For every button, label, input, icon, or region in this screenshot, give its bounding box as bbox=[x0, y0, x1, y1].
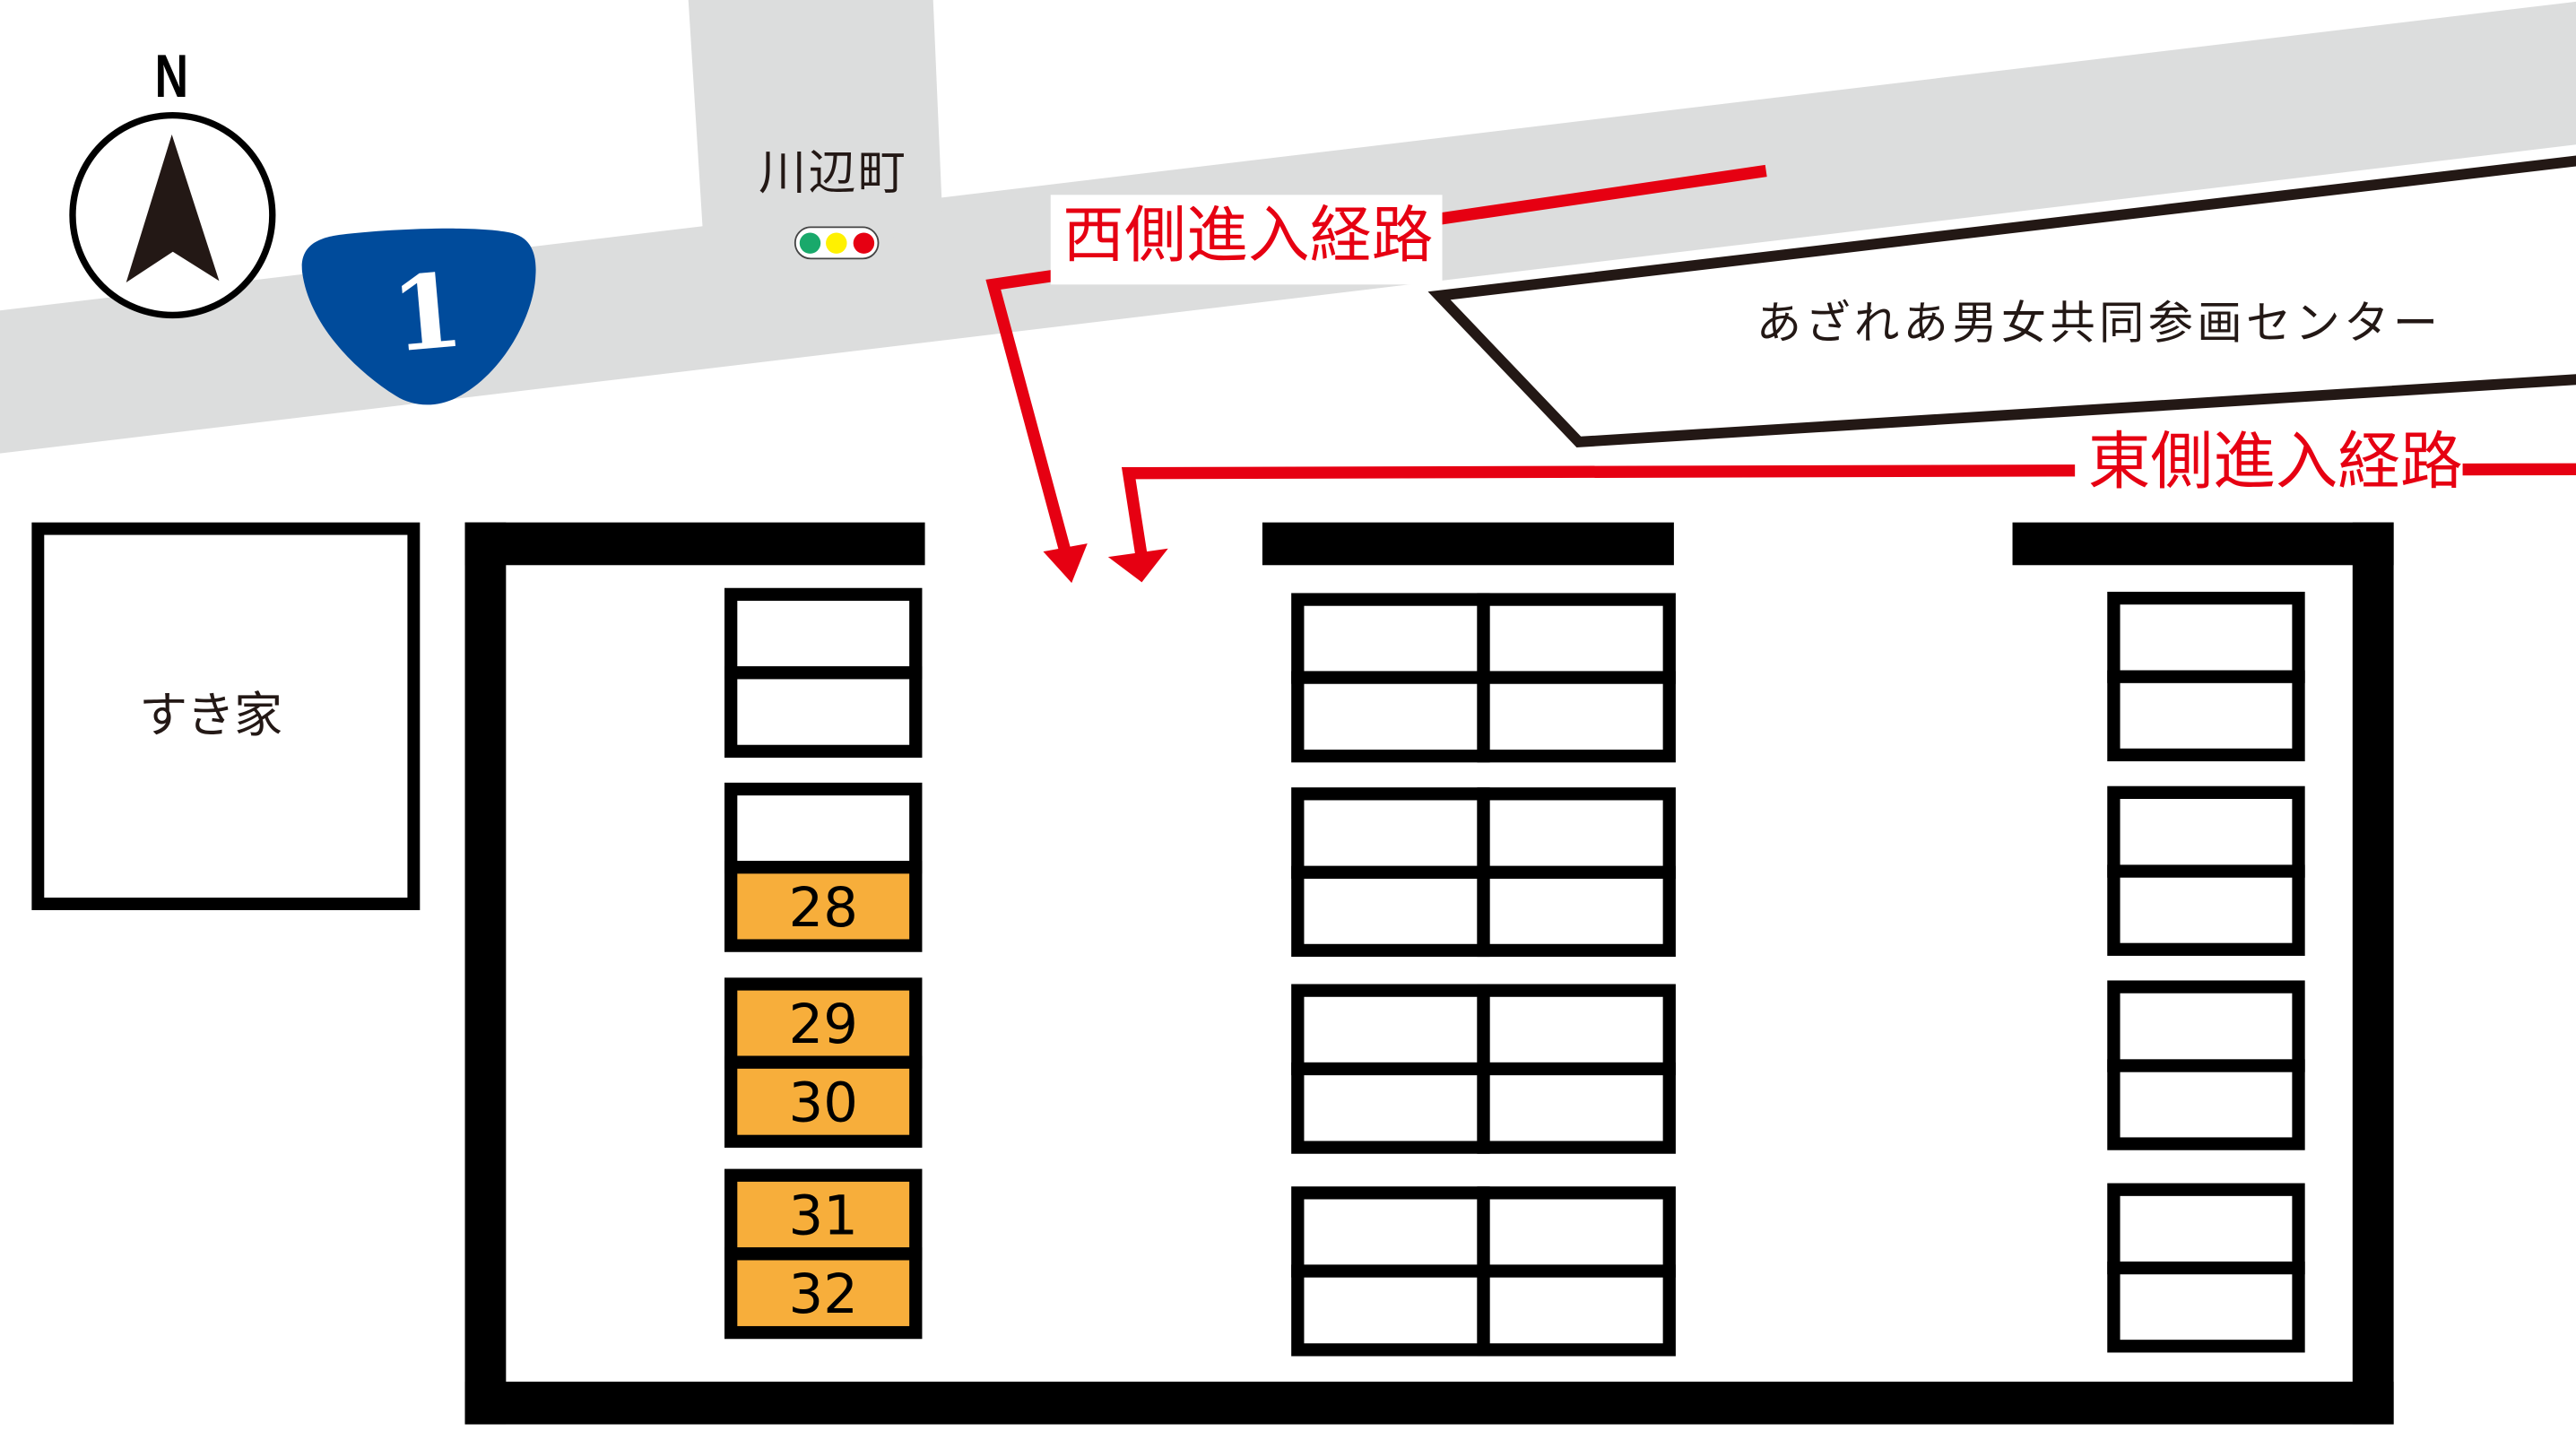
parking-space bbox=[1477, 1264, 1676, 1357]
parking-space-31 bbox=[724, 1168, 923, 1261]
parking-space bbox=[1477, 1186, 1676, 1278]
parking-space bbox=[1291, 984, 1490, 1076]
wall-top-east bbox=[2012, 522, 2394, 566]
parking-space bbox=[2107, 1059, 2305, 1150]
parking-space bbox=[724, 782, 923, 874]
route-west-label: 西側進入経路 bbox=[1062, 200, 1433, 272]
traffic-light-icon bbox=[794, 226, 880, 260]
parking-space bbox=[1477, 984, 1676, 1076]
parking-space bbox=[1291, 671, 1490, 763]
parking-space bbox=[1291, 593, 1490, 684]
traffic-light-green bbox=[799, 232, 821, 254]
intersection-name: 川辺町 bbox=[759, 145, 906, 201]
parking-column-right bbox=[2107, 591, 2305, 1353]
parking-column-middle bbox=[1291, 593, 1676, 1357]
parking-space bbox=[1477, 787, 1676, 880]
parking-space bbox=[2107, 980, 2305, 1072]
parking-space bbox=[1477, 671, 1676, 763]
parking-space bbox=[724, 587, 923, 680]
building-sukiya: すき家 bbox=[31, 522, 421, 911]
wall-top-center bbox=[1262, 522, 1674, 566]
parking-space bbox=[2107, 1183, 2305, 1275]
national-route-shield-icon: 1 bbox=[301, 228, 536, 405]
compass-north-label: N bbox=[155, 43, 188, 110]
parking-space-number: 30 bbox=[789, 1072, 858, 1135]
parking-space-30 bbox=[724, 1055, 923, 1148]
north-arrow-icon bbox=[126, 134, 220, 282]
parking-column-left: 28 29 30 31 32 bbox=[724, 587, 923, 1340]
building-sukiya-outline bbox=[31, 522, 421, 911]
building-sukiya-label: すき家 bbox=[139, 687, 282, 743]
building-azarea: あざれあ男女共同参画センター bbox=[1427, 155, 2576, 447]
road-kawabecho bbox=[688, 0, 943, 264]
route-shield-number: 1 bbox=[386, 249, 467, 375]
wall-left bbox=[464, 522, 507, 1425]
route-west-line bbox=[985, 164, 1767, 554]
parking-space bbox=[2107, 785, 2305, 878]
route-west: 西側進入経路 bbox=[985, 164, 1767, 584]
parking-space bbox=[724, 666, 923, 759]
parking-space bbox=[2107, 1261, 2305, 1353]
wall-right bbox=[2352, 522, 2394, 1425]
arrow-down-icon bbox=[1107, 548, 1168, 583]
parking-space bbox=[2107, 670, 2305, 762]
route-shield-shape bbox=[301, 228, 536, 405]
parking-space bbox=[1291, 1062, 1490, 1154]
parking-space bbox=[1477, 865, 1676, 958]
parking-space bbox=[1291, 787, 1490, 880]
arrow-down-icon bbox=[1043, 543, 1088, 584]
parking-space-number: 32 bbox=[789, 1263, 858, 1326]
parking-space bbox=[1291, 1264, 1490, 1357]
parking-space bbox=[1477, 1062, 1676, 1154]
traffic-light-yellow bbox=[826, 232, 847, 254]
parking-space bbox=[1291, 1186, 1490, 1278]
parking-space bbox=[2107, 591, 2305, 683]
parking-space-number: 31 bbox=[789, 1185, 858, 1248]
parking-space-28 bbox=[724, 861, 923, 952]
compass: N bbox=[69, 43, 276, 319]
building-azarea-outline bbox=[1427, 155, 2576, 447]
parking-space-number: 28 bbox=[789, 877, 858, 940]
intersection: 川辺町 bbox=[759, 145, 906, 260]
parking-lot-walls bbox=[464, 522, 2394, 1425]
parking-space bbox=[1291, 865, 1490, 958]
route-east-label-gap bbox=[2075, 453, 2463, 490]
route-east-label: 東側進入経路 bbox=[2088, 426, 2463, 499]
parking-space-number: 29 bbox=[789, 993, 858, 1056]
route-east: 東側進入経路 bbox=[1107, 426, 2576, 583]
traffic-light-red bbox=[853, 232, 875, 254]
wall-top-west bbox=[464, 522, 925, 566]
wall-bottom bbox=[464, 1381, 2394, 1425]
route-west-label-box bbox=[1050, 195, 1443, 285]
parking-space bbox=[1477, 593, 1676, 684]
parking-space bbox=[2107, 864, 2305, 956]
parking-space-32 bbox=[724, 1247, 923, 1340]
